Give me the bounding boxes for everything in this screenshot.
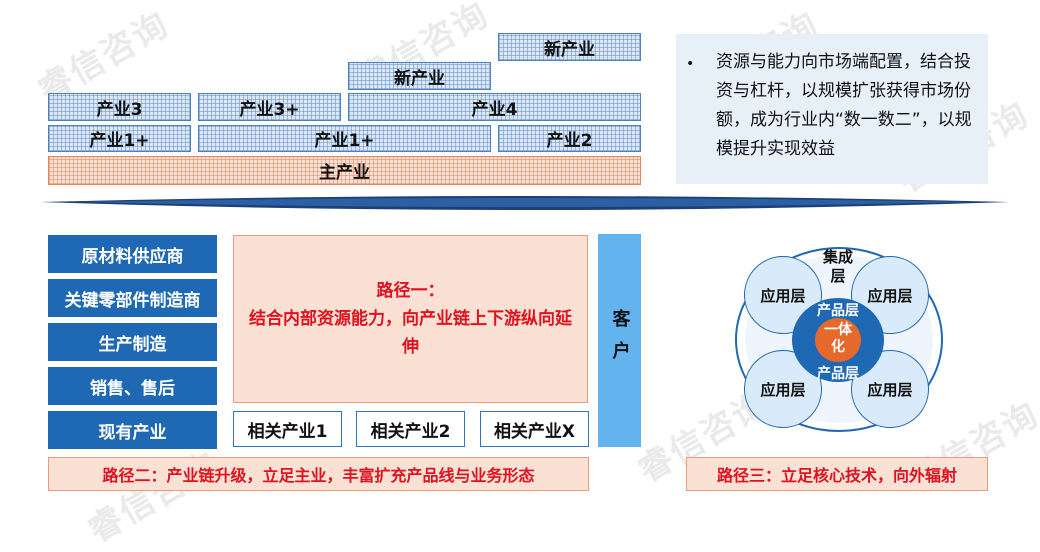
integration-center-label: 一体化 [824,322,852,355]
integration-core [815,318,861,362]
product-layer-label-top: 产品层 [817,303,859,319]
related-industry-2: 相关产业2 [356,411,465,447]
chain-item-sales-aftersales: 销售、售后 [48,367,217,405]
strategy-text-panel: • 资源与能力向市场端配置，结合投资与杠杆，以规模扩张获得市场份额，成为行业内“… [676,34,988,184]
related-industry-x: 相关产业X [480,411,589,447]
route-two-bar: 路径二：产业链升级，立足主业，丰富扩充产品线与业务形态 [48,457,589,491]
watermark: 睿信咨询 [81,444,227,551]
integration-layer-label: 集成层 [822,248,853,285]
new-industry-block: 新产业 [498,33,641,61]
industry-4-block: 产业4 [348,93,641,121]
customer-column: 客户 [598,234,641,447]
route-three-bar: 路径三：立足核心技术，向外辐射 [686,457,988,491]
product-layer-label-bottom: 产品层 [817,366,859,382]
route-one-title: 路径一： [376,281,445,301]
industry-2-block: 产业2 [498,125,641,152]
application-layer-bottom-right: 应用层 [851,350,929,428]
strategy-text: 资源与能力向市场端配置，结合投资与杠杆，以规模扩张获得市场份额，成为行业内“数一… [716,52,972,159]
industry-3plus-block: 产业3+ [198,93,341,121]
industry-1plus-block: 产业1+ [48,125,191,152]
chain-item-key-parts-manufacturer: 关键零部件制造商 [48,279,217,317]
divider-arrow [40,196,1010,210]
route-one-box: 路径一： 结合内部资源能力，向产业链上下游纵向延伸 [233,235,588,403]
customer-label: 客户 [609,308,631,373]
related-industry-1: 相关产业1 [233,411,342,447]
main-industry-block: 主产业 [48,156,641,185]
industry-3-block: 产业3 [48,93,191,121]
route-one-text: 结合内部资源能力，向产业链上下游纵向延伸 [249,309,572,357]
chain-item-production: 生产制造 [48,323,217,361]
new-industry-block: 新产业 [348,62,491,90]
application-layer-top-right: 应用层 [851,256,929,334]
bullet-icon: • [686,56,695,72]
chain-item-existing-industry: 现有产业 [48,411,217,449]
chain-item-raw-material-supplier: 原材料供应商 [48,235,217,273]
industry-1plus-block: 产业1+ [198,125,491,152]
